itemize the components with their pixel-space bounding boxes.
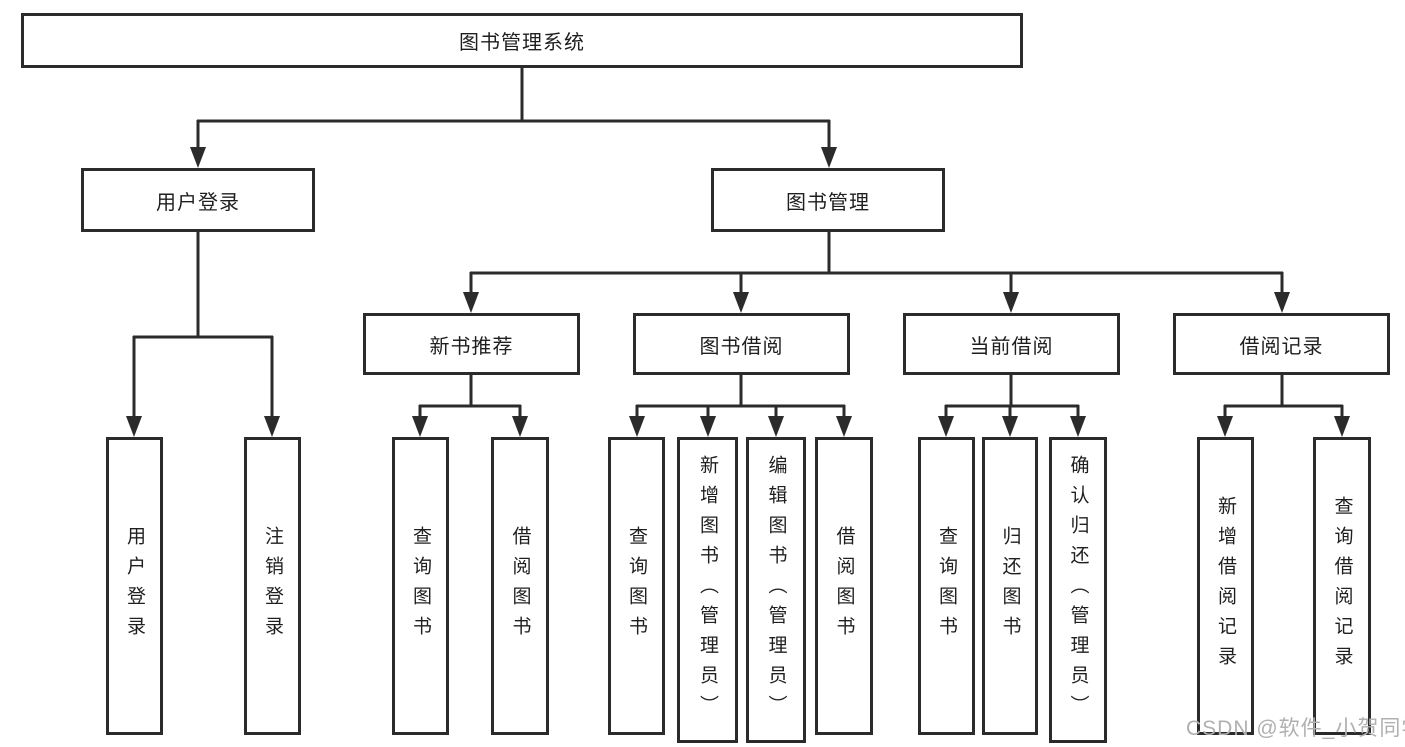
leaf-query-book-current-label: 查询图书 bbox=[936, 526, 957, 646]
node-root-system: 图书管理系统 bbox=[21, 13, 1023, 68]
leaf-logout-label: 注销登录 bbox=[262, 526, 283, 646]
leaf-return-book: 归还图书 bbox=[982, 437, 1038, 735]
arrowheads bbox=[126, 147, 1350, 437]
leaf-return-book-label: 归还图书 bbox=[999, 526, 1021, 646]
leaf-add-borrow-record-label: 新增借阅记录 bbox=[1215, 496, 1236, 676]
leaf-query-book-recommend-label: 查询图书 bbox=[410, 526, 431, 646]
node-user-login-label: 用户登录 bbox=[156, 191, 240, 214]
leaf-borrow-book-label: 借阅图书 bbox=[833, 526, 855, 646]
node-current-borrow-label: 当前借阅 bbox=[969, 335, 1054, 358]
node-new-book-recommend-label: 新书推荐 bbox=[429, 335, 514, 358]
node-book-management-label: 图书管理 bbox=[786, 191, 870, 214]
node-current-borrow: 当前借阅 bbox=[903, 313, 1120, 375]
node-book-borrow: 图书借阅 bbox=[633, 313, 850, 375]
node-new-book-recommend: 新书推荐 bbox=[363, 313, 580, 375]
leaf-user-login: 用户登录 bbox=[106, 437, 163, 735]
leaf-add-book-admin-label: 新增图书（管理员） bbox=[697, 455, 718, 725]
leaf-edit-book-admin: 编辑图书（管理员） bbox=[746, 437, 806, 743]
node-book-borrow-label: 图书借阅 bbox=[699, 335, 784, 358]
leaf-borrow-book-recommend: 借阅图书 bbox=[491, 437, 549, 735]
leaf-query-borrow-record: 查询借阅记录 bbox=[1313, 437, 1371, 735]
leaf-query-book-borrow: 查询图书 bbox=[608, 437, 665, 735]
node-borrow-record: 借阅记录 bbox=[1173, 313, 1390, 375]
leaf-query-book-borrow-label: 查询图书 bbox=[626, 526, 647, 646]
leaf-edit-book-admin-label: 编辑图书（管理员） bbox=[765, 455, 787, 725]
leaf-query-borrow-record-label: 查询借阅记录 bbox=[1331, 496, 1353, 676]
node-root-system-label: 图书管理系统 bbox=[459, 32, 585, 54]
leaf-confirm-return-admin: 确认归还（管理员） bbox=[1049, 437, 1107, 743]
leaf-query-book-recommend: 查询图书 bbox=[392, 437, 449, 735]
csdn-watermark: CSDN @软件_小贺同学 bbox=[1186, 717, 1405, 740]
leaf-add-book-admin: 新增图书（管理员） bbox=[677, 437, 738, 743]
leaf-logout: 注销登录 bbox=[244, 437, 301, 735]
node-user-login: 用户登录 bbox=[81, 168, 315, 232]
leaf-add-borrow-record: 新增借阅记录 bbox=[1197, 437, 1254, 735]
node-borrow-record-label: 借阅记录 bbox=[1239, 335, 1324, 358]
node-book-management: 图书管理 bbox=[711, 168, 945, 232]
leaf-borrow-book-recommend-label: 借阅图书 bbox=[509, 526, 531, 646]
leaf-user-login-label: 用户登录 bbox=[124, 526, 145, 646]
leaf-confirm-return-admin-label: 确认归还（管理员） bbox=[1067, 455, 1089, 725]
leaf-borrow-book: 借阅图书 bbox=[815, 437, 873, 735]
leaf-query-book-current: 查询图书 bbox=[918, 437, 975, 735]
tree-edges bbox=[132, 68, 1344, 421]
